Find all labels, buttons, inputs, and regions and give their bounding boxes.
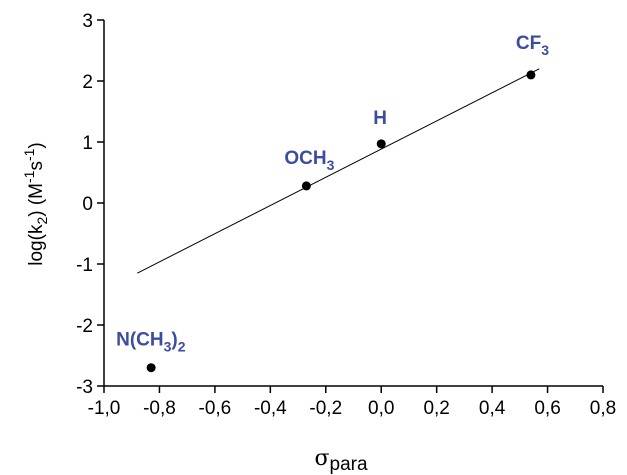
x-tick-label: -0,4 — [254, 398, 287, 419]
data-point — [301, 181, 311, 191]
point-label: CF3 — [516, 33, 549, 58]
x-tick-label: -0,2 — [309, 398, 342, 419]
x-tick-label: 0,0 — [368, 398, 394, 419]
data-point — [376, 139, 386, 149]
y-tick-label: 1 — [82, 133, 93, 154]
point-label-main: CF — [516, 33, 541, 54]
y-axis-title-sup2: -1 — [21, 148, 37, 161]
x-axis-title-main: σ — [314, 446, 329, 471]
y-axis-title-sup1: -1 — [21, 170, 37, 183]
y-tick-label: 0 — [82, 194, 93, 215]
point-label-tail: ) — [171, 330, 177, 351]
point-label-tail-sub: 2 — [178, 339, 186, 355]
x-tick-label: 0,2 — [423, 398, 449, 419]
point-label: N(CH3)2 — [116, 330, 186, 355]
fit-line — [137, 68, 540, 274]
point-label-main: H — [373, 108, 387, 129]
y-axis-title: log(k2) (M-1s-1) — [21, 142, 50, 265]
y-tick-label: -2 — [76, 316, 93, 337]
x-axis-title: σpara — [314, 446, 367, 475]
y-tick-label: -3 — [76, 377, 93, 398]
x-tick-label: 0,8 — [590, 398, 616, 419]
x-tick-label: 0,4 — [479, 398, 506, 419]
y-tick-label: 3 — [82, 11, 93, 32]
y-axis-title-sub: 2 — [34, 217, 50, 225]
y-tick-label: 2 — [82, 72, 93, 93]
points — [146, 70, 536, 373]
x-tick-label: -1,0 — [88, 398, 121, 419]
point-label: OCH3 — [284, 148, 334, 173]
x-tick-label: 0,6 — [534, 398, 560, 419]
x-axis-title-sub: para — [330, 454, 368, 475]
y-axis-title-main: log(k — [26, 224, 47, 266]
data-point — [146, 363, 156, 373]
point-label-sub: 3 — [164, 339, 172, 355]
y-axis-title-tail: ) (M — [26, 183, 47, 217]
fit-line-group — [137, 68, 540, 274]
data-point — [526, 70, 536, 80]
y-tick-label: -1 — [76, 255, 93, 276]
point-label-sub: 3 — [541, 42, 549, 58]
x-tick-label: -0,8 — [143, 398, 176, 419]
y-axis-title-mid: s — [26, 161, 47, 171]
point-label-sub: 3 — [327, 157, 335, 173]
point-label: H — [373, 108, 387, 129]
point-label-main: N(CH — [116, 330, 164, 351]
point-label-main: OCH — [284, 148, 326, 169]
x-tick-label: -0,6 — [199, 398, 232, 419]
y-axis-title-end: ) — [26, 142, 47, 148]
